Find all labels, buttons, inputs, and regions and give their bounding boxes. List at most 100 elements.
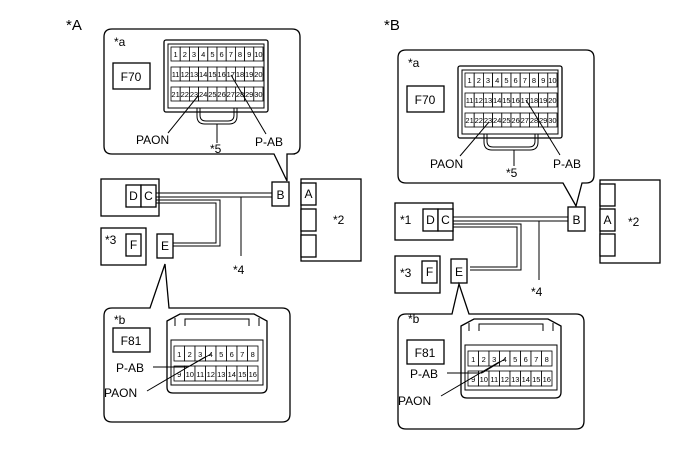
pin-cell: 3 bbox=[188, 46, 199, 62]
pin-number: 4 bbox=[495, 76, 499, 85]
pin-cell: 3 bbox=[482, 72, 493, 88]
pin-cell: 1 bbox=[170, 46, 181, 62]
pin-number: 12 bbox=[207, 370, 215, 379]
leader-p-ab-end bbox=[481, 358, 506, 374]
leader-paon bbox=[459, 121, 490, 157]
pin-number: 7 bbox=[240, 350, 244, 359]
pin-cavity bbox=[547, 92, 558, 108]
pin-cell: 16 bbox=[541, 370, 553, 387]
callout-a-marker: *a bbox=[408, 56, 420, 70]
pin-number: 21 bbox=[465, 116, 473, 125]
pin-number: 6 bbox=[524, 355, 528, 364]
pin-number: 8 bbox=[251, 350, 255, 359]
wire bbox=[453, 223, 522, 271]
pin-cell: 25 bbox=[501, 112, 512, 128]
signal-paon: PAON bbox=[430, 157, 463, 171]
leader-p-ab bbox=[525, 99, 561, 156]
connector-a-slot bbox=[599, 233, 616, 257]
pin-number: 16 bbox=[217, 70, 225, 79]
callout-b-marker: *b bbox=[114, 313, 126, 327]
pin-number: 7 bbox=[523, 76, 527, 85]
signal-paon: PAON bbox=[398, 394, 431, 408]
pin-number: 12 bbox=[501, 375, 509, 384]
f81-pin-row-2: 9 10 11 12 13 14 15 16 bbox=[173, 365, 259, 382]
pin-cell: 13 bbox=[188, 66, 199, 82]
connector-name-box bbox=[112, 327, 151, 353]
connector-a-slot bbox=[599, 183, 616, 207]
f81-locks bbox=[468, 323, 554, 331]
pin-cell: 7 bbox=[236, 345, 248, 362]
pin-number: 14 bbox=[493, 96, 501, 105]
svg-text:E: E bbox=[161, 239, 169, 253]
pin-number: 10 bbox=[254, 50, 262, 59]
f81-pin-row-1: 1 2 3 4 5 6 7 8 bbox=[173, 345, 259, 362]
pin-number: 22 bbox=[475, 116, 483, 125]
pin-cell: 17 bbox=[519, 92, 530, 108]
pin-number: 8 bbox=[545, 355, 549, 364]
pin-cell: 16 bbox=[216, 66, 227, 82]
pin-cell: 30 bbox=[253, 86, 264, 102]
signal-p-ab: P-AB bbox=[116, 361, 144, 375]
pin-number: 13 bbox=[484, 96, 492, 105]
pin-number: 28 bbox=[236, 90, 244, 99]
pin-number: 13 bbox=[190, 70, 198, 79]
pin-cell: 29 bbox=[538, 112, 549, 128]
pin-number: 11 bbox=[466, 96, 474, 105]
pin-number: 23 bbox=[484, 116, 492, 125]
leader-paon bbox=[440, 361, 500, 397]
pin-cell: 7 bbox=[519, 72, 530, 88]
pin-cavity bbox=[547, 72, 558, 88]
pin-number: 2 bbox=[188, 350, 192, 359]
pin-cell: 14 bbox=[226, 365, 238, 382]
signal-p-ab: P-AB bbox=[410, 367, 438, 381]
pin-cell: 20 bbox=[253, 66, 264, 82]
pin-number: 21 bbox=[171, 90, 179, 99]
pin-number: 27 bbox=[227, 90, 235, 99]
pin-number: 23 bbox=[190, 90, 198, 99]
pin-number: 6 bbox=[514, 76, 518, 85]
pin-cell: 23 bbox=[482, 112, 493, 128]
pin-number: 30 bbox=[548, 116, 556, 125]
pin-number: 26 bbox=[217, 90, 225, 99]
pin-cell: 1 bbox=[467, 350, 479, 367]
pin-number: 17 bbox=[227, 70, 235, 79]
pin-number: 19 bbox=[539, 96, 547, 105]
pin-number: 25 bbox=[502, 116, 510, 125]
connector-a bbox=[599, 208, 616, 232]
pin-cell: 27 bbox=[519, 112, 530, 128]
connector-name: F70 bbox=[121, 70, 142, 84]
f70-pin-row-3: 21 22 23 24 25 26 27 28 29 30 bbox=[170, 86, 264, 102]
svg-text:D: D bbox=[129, 189, 138, 203]
pin-cell: 22 bbox=[473, 112, 484, 128]
wire bbox=[156, 202, 217, 244]
pin-number: 20 bbox=[548, 96, 556, 105]
f70-pin-row-1: 1 2 3 4 5 6 7 8 9 10 bbox=[170, 46, 264, 62]
f70-pin-row-3: 21 22 23 24 25 26 27 28 29 30 bbox=[464, 112, 558, 128]
connector-c bbox=[140, 184, 157, 208]
harness bbox=[156, 192, 272, 256]
pin-cavity bbox=[253, 66, 264, 82]
connector-f bbox=[125, 233, 142, 257]
pin-number: 12 bbox=[181, 70, 189, 79]
marker-2: *2 bbox=[628, 215, 640, 229]
f70-connector-inner bbox=[461, 69, 559, 135]
wire bbox=[156, 199, 221, 247]
pin-number: 8 bbox=[532, 76, 536, 85]
marker-2: *2 bbox=[333, 213, 345, 227]
pin-number: 15 bbox=[502, 96, 510, 105]
pin-cell: 19 bbox=[538, 92, 549, 108]
pin-number: 28 bbox=[530, 116, 538, 125]
pin-number: 9 bbox=[471, 375, 475, 384]
pin-cell: 6 bbox=[226, 345, 238, 362]
f70-lock-tab bbox=[483, 134, 539, 151]
pin-cell: 25 bbox=[207, 86, 218, 102]
svg-text:C: C bbox=[441, 213, 450, 227]
pin-number: 2 bbox=[183, 50, 187, 59]
pin-cavity bbox=[541, 370, 553, 387]
pin-cavity bbox=[547, 112, 558, 128]
pin-cell: 11 bbox=[170, 66, 181, 82]
f81-locks bbox=[174, 318, 260, 326]
signal-paon: PAON bbox=[104, 386, 137, 400]
pin-number: 15 bbox=[238, 370, 246, 379]
panel-label: *A bbox=[66, 17, 82, 34]
